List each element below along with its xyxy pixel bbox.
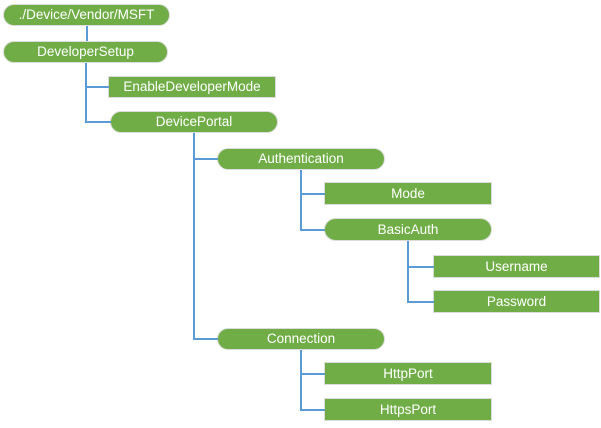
connector-basic-auth-username	[407, 266, 434, 268]
connector-authentication-basic-auth	[300, 229, 325, 231]
node-device-portal: DevicePortal	[110, 111, 278, 133]
node-developer-setup: DeveloperSetup	[3, 41, 168, 63]
node-connection: Connection	[217, 328, 385, 350]
connector-device-portal-connection	[193, 338, 218, 340]
node-authentication: Authentication	[217, 148, 385, 170]
connector-drop-connection	[300, 350, 302, 411]
node-enable-developer-mode: EnableDeveloperMode	[108, 76, 276, 98]
connector-msft-root-developer-setup	[86, 26, 88, 41]
connector-authentication-mode	[300, 193, 325, 195]
connector-developer-setup-enable-developer-mode	[85, 86, 109, 88]
connector-connection-https-port	[300, 409, 325, 411]
connector-basic-auth-password	[407, 301, 434, 303]
connector-drop-basic-auth	[407, 241, 409, 303]
connector-device-portal-authentication	[193, 158, 218, 160]
connector-developer-setup-device-portal	[85, 121, 111, 123]
connector-drop-developer-setup	[85, 63, 87, 123]
node-password: Password	[433, 290, 600, 313]
node-msft-root: ./Device/Vendor/MSFT	[3, 4, 170, 26]
connector-drop-authentication	[300, 170, 302, 231]
node-mode: Mode	[324, 182, 492, 205]
connector-drop-device-portal	[193, 133, 195, 340]
node-basic-auth: BasicAuth	[324, 218, 492, 241]
node-username: Username	[433, 255, 600, 278]
connector-connection-http-port	[300, 373, 325, 375]
node-http-port: HttpPort	[324, 362, 492, 385]
node-https-port: HttpsPort	[324, 398, 492, 421]
